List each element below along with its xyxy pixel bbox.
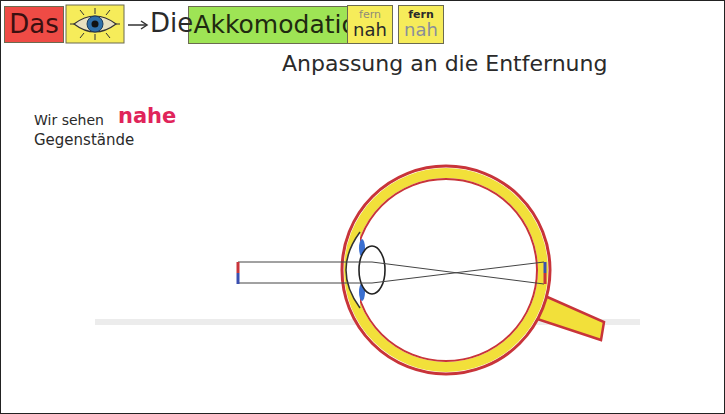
eye-icon: [66, 5, 124, 43]
box-text: nah: [404, 21, 438, 40]
object-mark: [238, 262, 239, 284]
cornea: [346, 232, 360, 308]
eyeball: [342, 166, 550, 374]
note-text: Gegenstände: [34, 132, 134, 149]
arrow-symbol: [128, 21, 147, 29]
distance-box: fernnah: [347, 5, 393, 44]
image-mark: [545, 262, 546, 284]
note-text: Wir sehen: [34, 113, 104, 128]
box-text: fern: [408, 9, 434, 21]
box-text: Akkomodation: [193, 12, 372, 38]
article-text: Die: [150, 9, 193, 38]
distance-box: fernnah: [398, 5, 444, 44]
light-rays: [238, 262, 544, 284]
box-text: nah: [353, 21, 387, 40]
lens: [359, 246, 385, 294]
highlight-word: nahe: [118, 105, 176, 128]
article-box: Das: [4, 6, 64, 43]
subtitle-text: Anpassung an die Entfernung: [282, 52, 607, 76]
box-text: Das: [9, 11, 59, 38]
box-text: fern: [359, 9, 381, 21]
